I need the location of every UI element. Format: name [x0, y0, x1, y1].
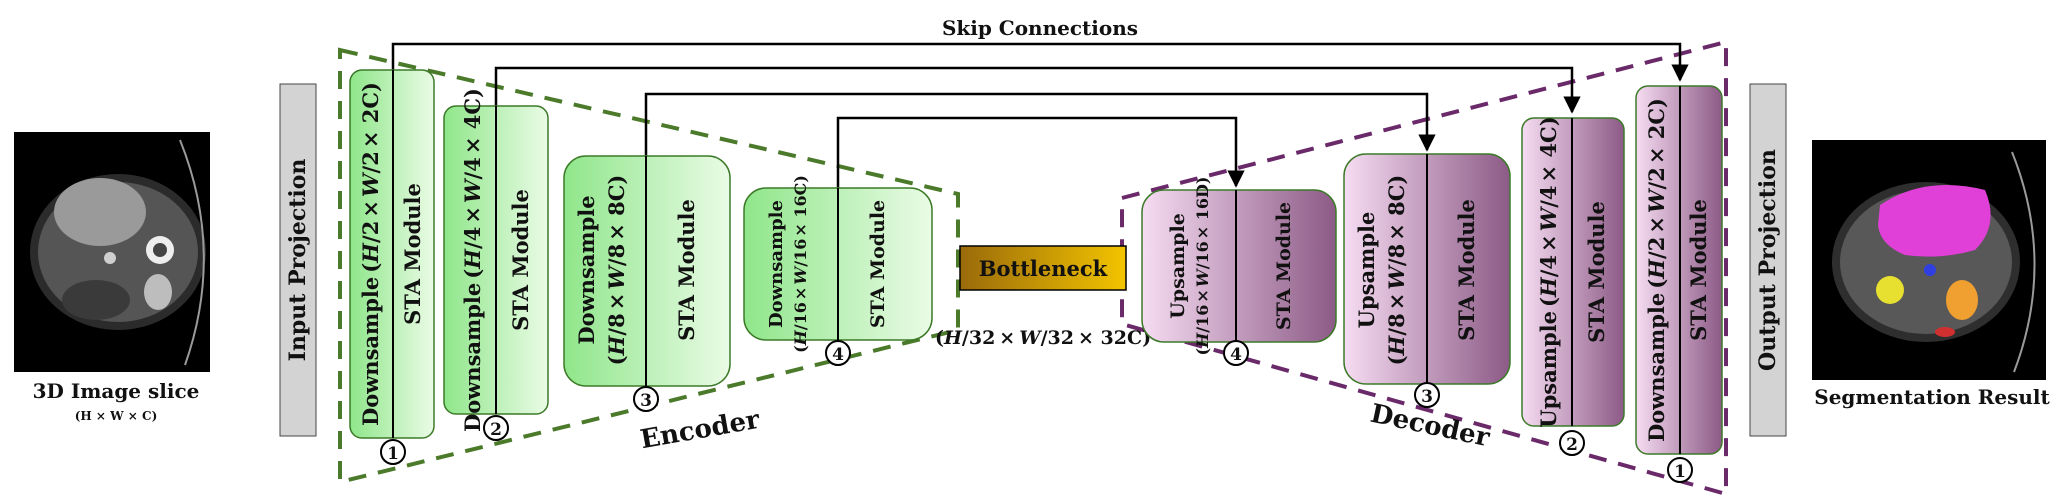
decoder-stage-2: Upsample(H/4×W/4× 4C) STA Module 2: [1521, 116, 1625, 456]
encoder-index-4: [825, 340, 851, 366]
svg-text:Downsample: Downsample: [766, 200, 787, 328]
output-image-label: Segmentation Result: [1814, 385, 2050, 409]
svg-text:Downsample: Downsample: [574, 195, 599, 344]
encoder-sta-module-1: STA Module: [400, 183, 425, 325]
decoder-op-2: Upsample(H/4×W/4× 4C): [1536, 116, 1561, 427]
svg-text:(H/16×W/16× 16C): (H/16×W/16× 16C): [791, 175, 810, 353]
decoder-sta-module-4: STA Module: [1273, 202, 1295, 330]
encoder-index-1: [380, 439, 406, 465]
encoder-stage-1: Downsample(H/2×W/2× 2C) STA Module 1: [349, 69, 435, 465]
svg-text:3: 3: [1421, 387, 1433, 407]
input-image-dims: (H × W × C): [75, 409, 158, 423]
encoder-stage-2: Downsample(H/4×W/4× 4C) STA Module 2: [443, 88, 549, 441]
svg-text:Upsample: Upsample: [1354, 212, 1379, 329]
encoder-sta-module-2: STA Module: [508, 189, 533, 331]
input-ct-image: [14, 132, 210, 372]
decoder-op-1: Downsample(H/2×W/2× 2C): [1644, 98, 1669, 442]
encoder-label: Encoder: [638, 405, 762, 455]
decoder-index-1: [1667, 457, 1693, 483]
decoder-op-3: Upsample (H/8×W/8× 8C): [1354, 175, 1409, 366]
encoder-op-1: Downsample(H/2×W/2× 2C): [358, 82, 383, 426]
encoder-trapezoid: [338, 47, 960, 485]
decoder-sta-module-1: STA Module: [1686, 199, 1711, 341]
encoder-index-2: [483, 415, 509, 441]
svg-text:2: 2: [1566, 435, 1578, 455]
svg-text:Upsample(H/4×W/4× 4C): Upsample(H/4×W/4× 4C): [1536, 116, 1561, 427]
encoder-op-4: Downsample (H/16×W/16× 16C): [766, 175, 810, 353]
encoder-stage-4: Downsample (H/16×W/16× 16C) STA Module 4: [743, 175, 933, 366]
input-projection-label: Input Projection: [285, 159, 311, 362]
encoder-sta-module-4: STA Module: [867, 200, 889, 328]
decoder-index-2: [1559, 430, 1585, 456]
output-projection-label: Output Projection: [1755, 149, 1781, 371]
decoder-stage-1: Downsample(H/2×W/2× 2C) STA Module 1: [1635, 85, 1723, 483]
skip-connections-title: Skip Connections: [942, 16, 1138, 40]
svg-text:(H/8×W/8× 8C): (H/8×W/8× 8C): [604, 175, 629, 366]
decoder-sta-module-3: STA Module: [1454, 199, 1479, 341]
encoder-sta-module-3: STA Module: [674, 199, 699, 341]
decoder-stage-4: Upsample (H/16×W/16× 16D) STA Module 4: [1141, 177, 1337, 366]
decoder-op-4: Upsample (H/16×W/16× 16D): [1167, 177, 1212, 356]
decoder-index-4: [1223, 340, 1249, 366]
input-projection-bar: [279, 83, 317, 437]
bottleneck: Bottleneck (H/32×W/32× 32C): [935, 245, 1151, 349]
svg-text:4: 4: [1230, 345, 1242, 365]
output-projection-bar: [1749, 83, 1787, 437]
svg-text:1: 1: [1674, 462, 1686, 482]
input-image-label: 3D Image slice: [33, 379, 200, 403]
bottleneck-label: Bottleneck: [979, 256, 1108, 281]
decoder-stage-3: Upsample (H/8×W/8× 8C) STA Module 3: [1343, 153, 1511, 408]
bottleneck-dims: (H/32×W/32× 32C): [935, 327, 1151, 349]
svg-text:3: 3: [640, 391, 652, 411]
svg-text:(H/16×W/16× 16D): (H/16×W/16× 16D): [1193, 177, 1212, 356]
encoder-op-2: Downsample(H/4×W/4× 4C): [460, 88, 485, 432]
svg-text:4: 4: [832, 345, 844, 365]
svg-text:1: 1: [387, 444, 399, 464]
svg-text:Upsample: Upsample: [1167, 213, 1189, 319]
encoder-stage-3: Downsample (H/8×W/8× 8C) STA Module 3: [563, 155, 731, 412]
svg-text:Downsample(H/2×W/2× 2C): Downsample(H/2×W/2× 2C): [358, 82, 383, 426]
svg-text:2: 2: [490, 420, 502, 440]
encoder-op-3: Downsample (H/8×W/8× 8C): [574, 175, 629, 366]
decoder-index-3: [1414, 382, 1440, 408]
svg-text:Downsample(H/2×W/2× 2C): Downsample(H/2×W/2× 2C): [1644, 98, 1669, 442]
output-segmentation-image: [1812, 140, 2046, 380]
svg-text:Downsample(H/4×W/4× 4C): Downsample(H/4×W/4× 4C): [460, 88, 485, 432]
decoder-sta-module-2: STA Module: [1584, 201, 1609, 343]
encoder-index-3: [633, 386, 659, 412]
bottleneck-box: [959, 245, 1127, 291]
svg-text:(H/8×W/8× 8C): (H/8×W/8× 8C): [1384, 175, 1409, 366]
